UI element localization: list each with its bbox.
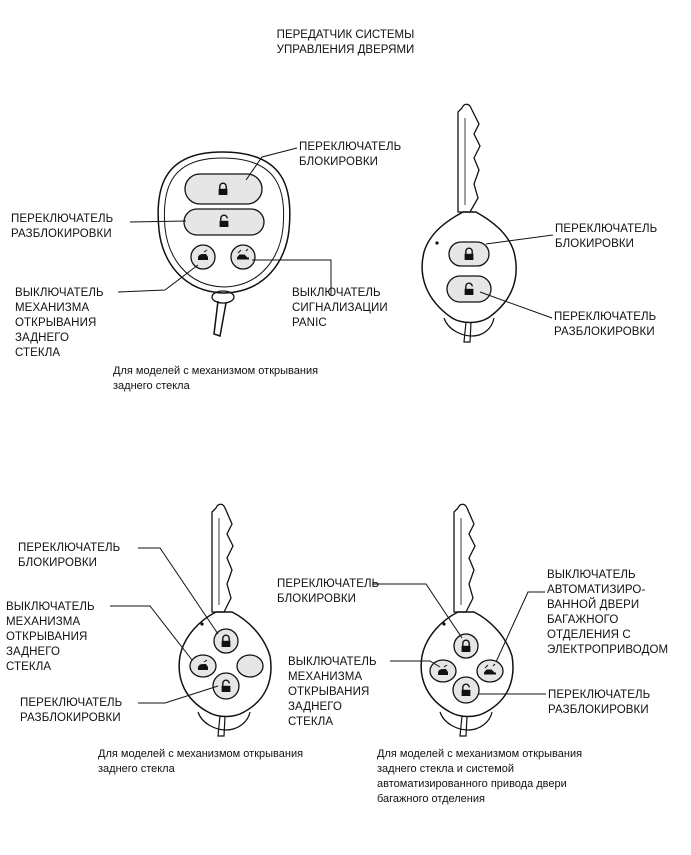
label-unlock-switch-1: ПЕРЕКЛЮЧАТЕЛЬ РАЗБЛОКИРОВКИ: [11, 213, 114, 240]
label-unlock-switch-4: ПЕРЕКЛЮЧАТЕЛЬ РАЗБЛОКИРОВКИ: [548, 689, 651, 716]
label-unlock-switch-2: ПЕРЕКЛЮЧАТЕЛЬ РАЗБЛОКИРОВКИ: [554, 311, 657, 338]
leaders-remote-4: [372, 583, 546, 695]
unlock-button: [183, 208, 265, 236]
label-rear-glass-switch-1: ВЫКЛЮЧАТЕЛЬ МЕХАНИЗМА ОТКРЫВАНИЯ ЗАДНЕГО…: [15, 287, 104, 359]
side-button: [236, 654, 264, 678]
leaders-remote-2: [479, 234, 554, 319]
caption-remote-3: Для моделей с механизмом открывания задн…: [98, 748, 304, 775]
remote-key-3: [178, 503, 272, 737]
label-rear-glass-switch-3: ВЫКЛЮЧАТЕЛЬ МЕХАНИЗМА ОТКРЫВАНИЯ ЗАДНЕГО…: [6, 601, 95, 673]
indicator-led: [442, 622, 446, 626]
unlock-button: [452, 676, 480, 704]
remote-fob-1: [157, 151, 291, 337]
panic-button: [230, 244, 256, 270]
remote-key-2: [421, 103, 517, 343]
indicator-led: [435, 241, 439, 245]
label-unlock-switch-3: ПЕРЕКЛЮЧАТЕЛЬ РАЗБЛОКИРОВКИ: [20, 697, 123, 724]
leaders-remote-3: [110, 547, 219, 704]
key-ring: [211, 290, 235, 304]
label-panic-switch-1: ВЫКЛЮЧАТЕЛЬ СИГНАЛИЗАЦИИ PANIC: [292, 287, 388, 329]
power-door-button: [476, 659, 504, 683]
indicator-led: [200, 622, 204, 626]
rear-glass-button: [429, 659, 457, 683]
leaders-remote-1: [117, 147, 332, 295]
key-ring-tag: [213, 300, 227, 337]
unlock-button: [446, 275, 492, 303]
caption-remote-1: Для моделей с механизмом открывания задн…: [113, 365, 319, 392]
lock-button: [184, 173, 263, 205]
rear-glass-button: [189, 654, 217, 678]
label-lock-switch-1: ПЕРЕКЛЮЧАТЕЛЬ БЛОКИРОВКИ: [299, 141, 402, 168]
remote-key-4: [420, 503, 514, 737]
label-lock-switch-3: ПЕРЕКЛЮЧАТЕЛЬ БЛОКИРОВКИ: [18, 542, 121, 569]
label-lock-switch-4: ПЕРЕКЛЮЧАТЕЛЬ БЛОКИРОВКИ: [277, 578, 380, 605]
unlock-button: [212, 672, 240, 700]
lock-button: [453, 633, 479, 659]
lock-button: [448, 241, 490, 267]
lock-button: [213, 628, 239, 654]
diagram-title: ПЕРЕДАТЧИК СИСТЕМЫ УПРАВЛЕНИЯ ДВЕРЯМИ: [276, 29, 415, 56]
label-power-door-switch-4: ВЫКЛЮЧАТЕЛЬ АВТОМАТИЗИРО- ВАННОЙ ДВЕРИ Б…: [547, 569, 669, 656]
rear-glass-button: [190, 244, 216, 270]
label-rear-glass-switch-4: ВЫКЛЮЧАТЕЛЬ МЕХАНИЗМА ОТКРЫВАНИЯ ЗАДНЕГО…: [288, 656, 377, 728]
caption-remote-4: Для моделей с механизмом открывания задн…: [377, 748, 583, 805]
label-lock-switch-2: ПЕРЕКЛЮЧАТЕЛЬ БЛОКИРОВКИ: [555, 223, 658, 250]
